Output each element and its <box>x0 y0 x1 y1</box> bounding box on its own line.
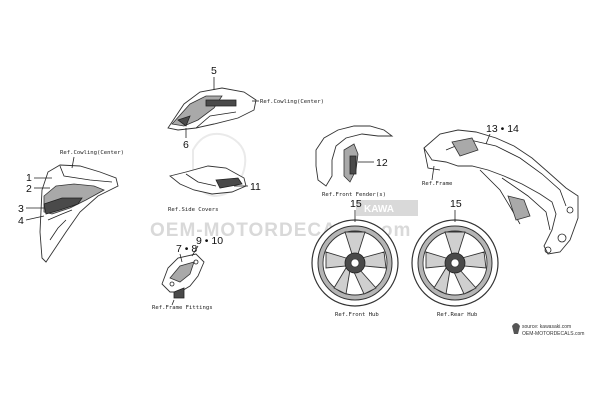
callout-11: 11 <box>250 181 261 193</box>
part-rear-wheel <box>411 219 499 307</box>
callout-1: 1 <box>26 172 32 184</box>
part-upper-cowl <box>167 87 257 131</box>
callout-15-front: 15 <box>350 198 362 210</box>
callout-9-10: 9 • 10 <box>196 235 223 247</box>
watermark-mark: KAWA <box>364 204 394 215</box>
source-logo-icon <box>512 323 520 334</box>
callout-3: 3 <box>18 203 24 215</box>
callout-7-8: 7 • 8 <box>176 243 197 255</box>
leader-9-10 <box>191 245 199 257</box>
callout-6: 6 <box>183 139 189 151</box>
watermark-mark-box <box>356 200 418 216</box>
ref-frame-fittings: Ref.Frame Fittings <box>152 305 213 311</box>
part-side-cover <box>169 165 247 195</box>
callout-13-14: 13 • 14 <box>486 123 519 135</box>
callout-2: 2 <box>26 183 32 195</box>
leader-ref-cowling-left <box>71 156 75 169</box>
part-front-fender <box>315 125 394 187</box>
ref-side-covers: Ref.Side Covers <box>168 207 219 213</box>
part-frame-fitting <box>161 253 205 299</box>
ref-cowling-center-top: Ref.Cowling(Center) <box>260 99 324 105</box>
part-tank-cover-left <box>39 164 119 263</box>
callout-15-rear: 15 <box>450 198 462 210</box>
source-line-2: OEM-MOTORDECALS.com <box>522 331 584 337</box>
leader-4 <box>25 215 45 221</box>
leader-7-8 <box>179 253 183 263</box>
ref-front-hub: Ref.Front Hub <box>335 312 379 318</box>
source-line-1: source: kawasaki.com <box>522 324 571 330</box>
ref-rear-hub: Ref.Rear Hub <box>437 312 478 318</box>
part-front-wheel <box>311 219 399 307</box>
ref-frame: Ref.Frame <box>422 181 453 187</box>
callout-4: 4 <box>18 215 24 227</box>
callout-5: 5 <box>211 65 217 77</box>
ref-cowling-center-left: Ref.Cowling(Center) <box>60 150 124 156</box>
part-frame <box>423 129 579 255</box>
source-credit: source: kawasaki.com OEM-MOTORDECALS.com <box>512 323 584 337</box>
leader-ref-frame <box>431 165 435 181</box>
callout-12: 12 <box>376 157 388 169</box>
leader-13-14 <box>485 133 491 145</box>
leader-ref-frame-fittings <box>171 299 175 306</box>
ref-front-fender: Ref.Front Fender(s) <box>322 192 386 198</box>
